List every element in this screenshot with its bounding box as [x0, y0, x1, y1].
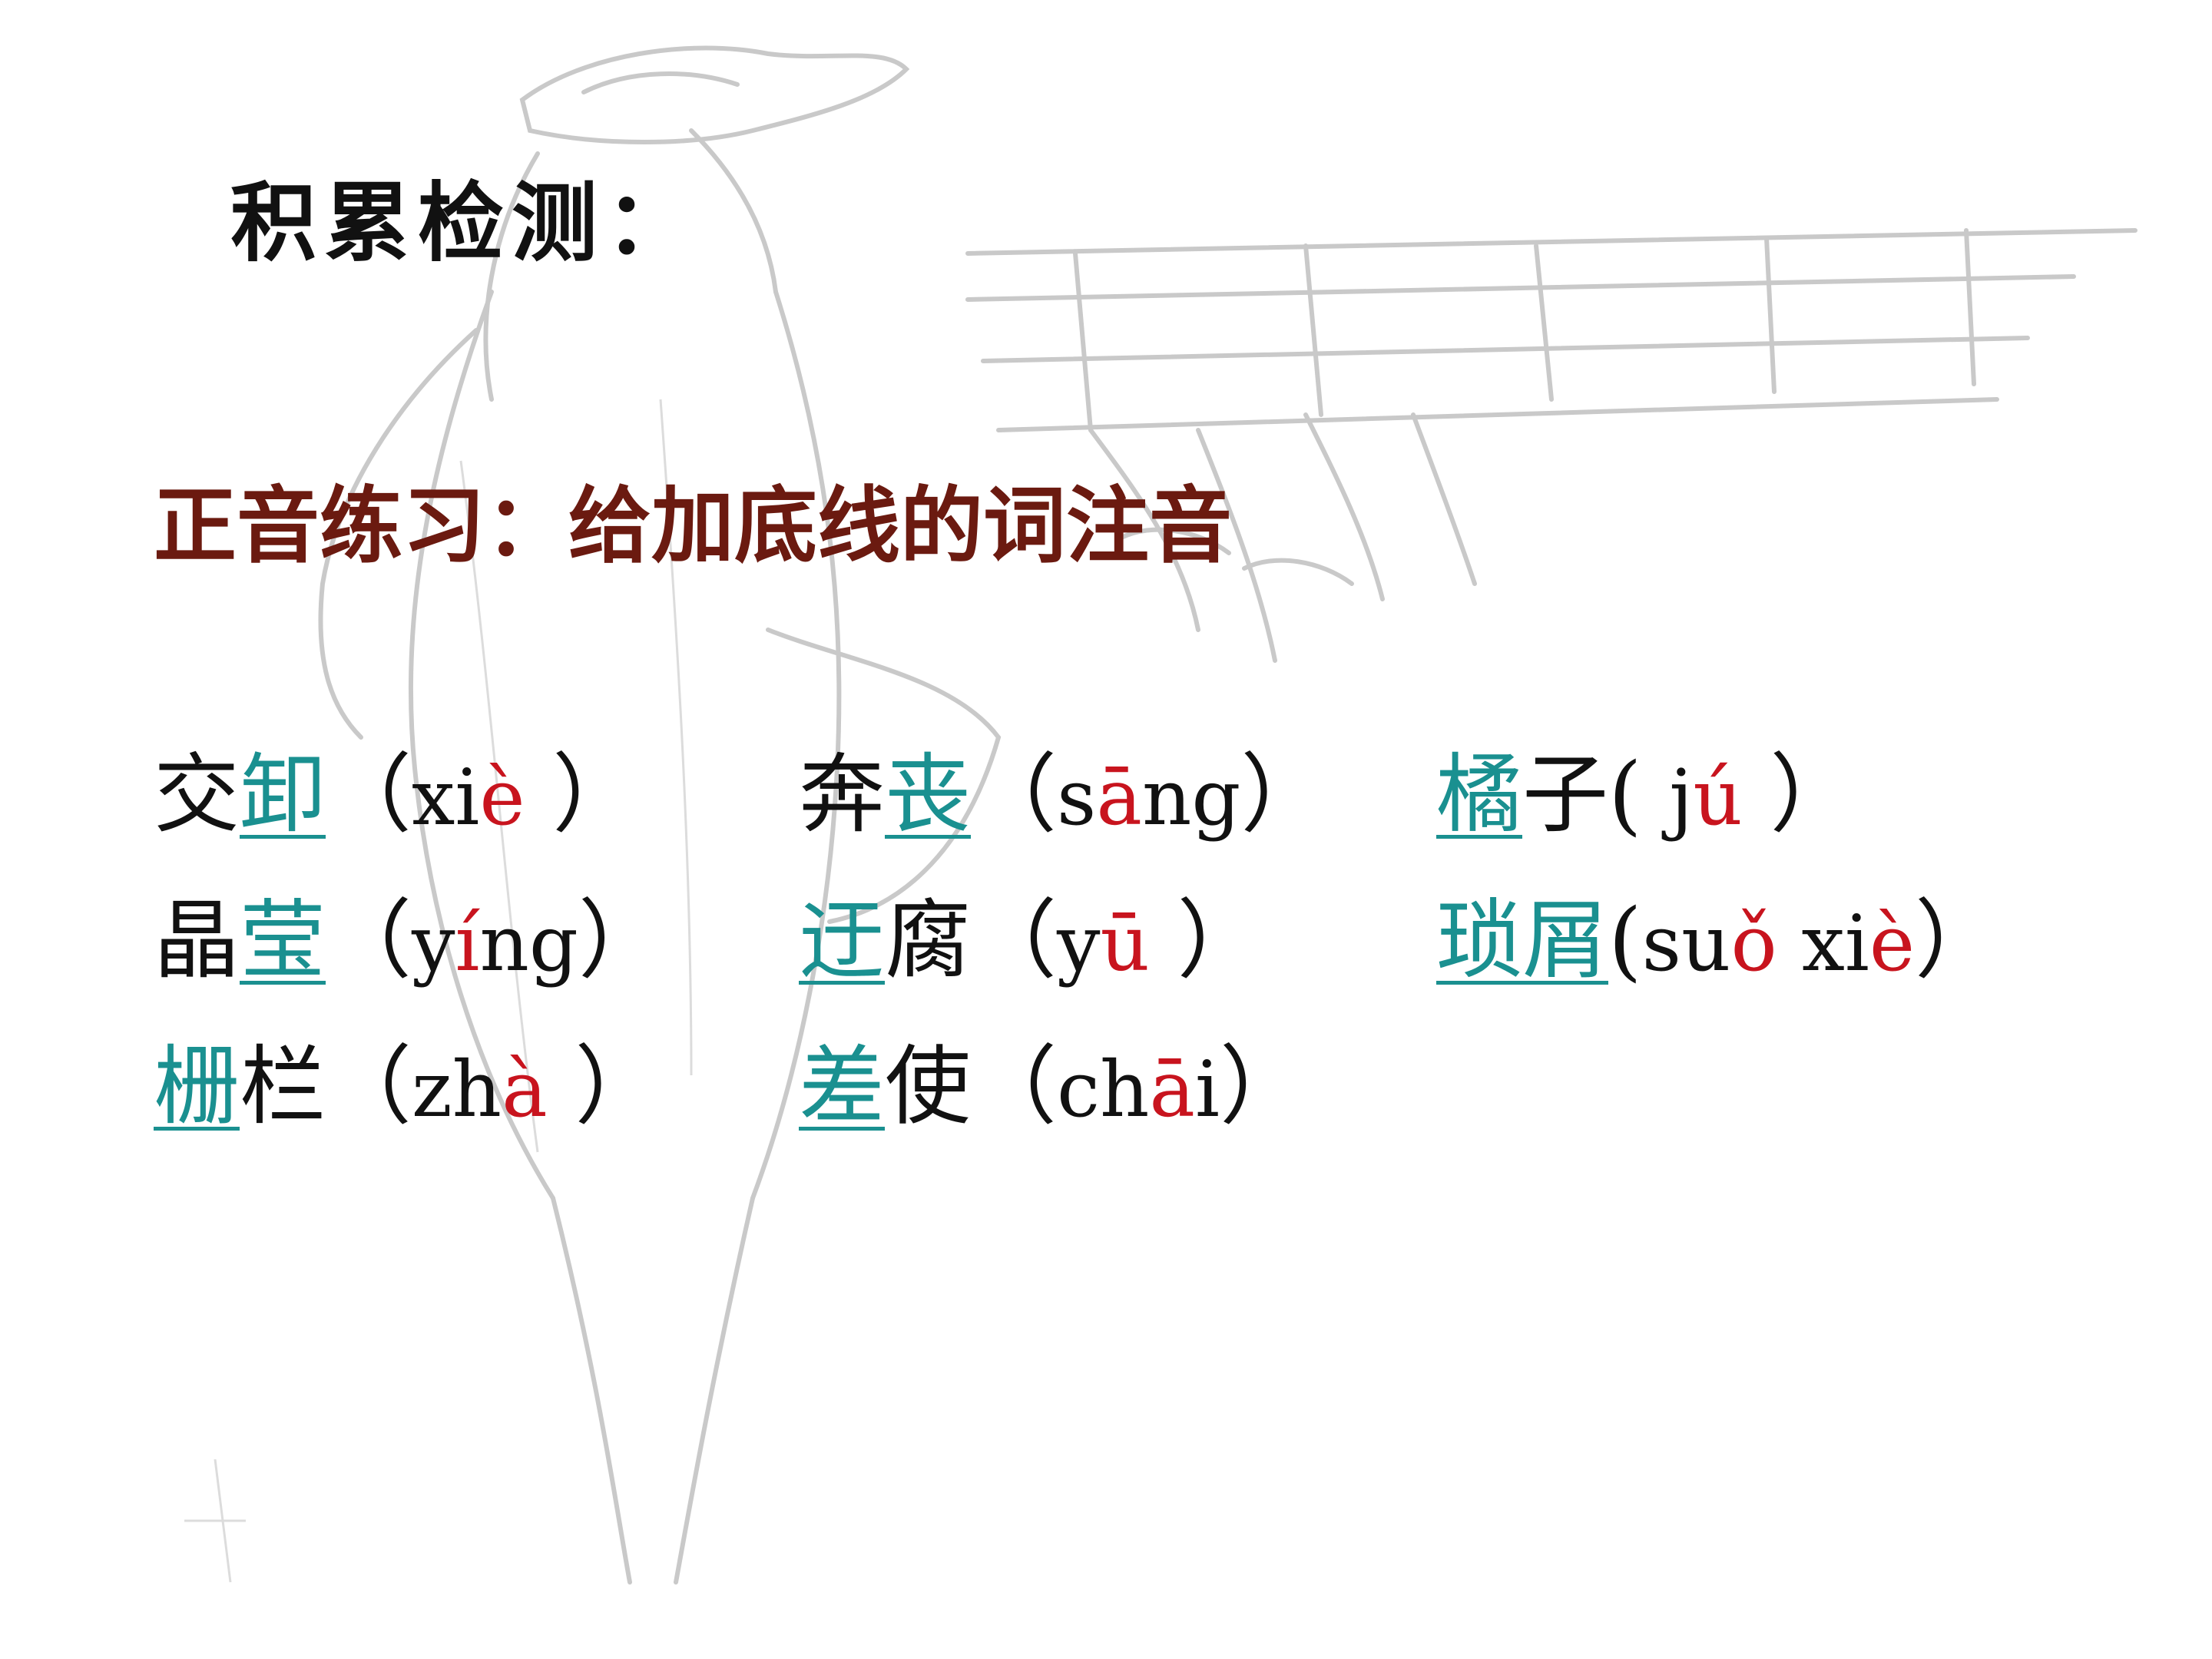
paren-open: （ [326, 745, 412, 845]
paren-open: ( [1608, 891, 1642, 991]
pinyin-text: ch [1057, 1045, 1150, 1134]
pinyin-text: su [1641, 899, 1731, 988]
underlined-word: 丧 [885, 745, 971, 845]
paren-open: （ [971, 745, 1057, 845]
pinyin-tone: ā [1149, 1045, 1196, 1134]
plain-char: 晶 [154, 891, 240, 991]
pinyin-text: s [1057, 753, 1097, 843]
pinyin-tone: à [502, 1045, 548, 1134]
plain-char: 腐 [885, 891, 971, 991]
pinyin-text-end: ng [479, 899, 578, 988]
pinyin-text: j [1669, 753, 1694, 843]
pinyin-tone: ú [1693, 753, 1743, 843]
paren-close: ） [1742, 745, 1856, 845]
pinyin-item-4: 晶莹（yíng） [154, 891, 664, 994]
pinyin-tone: ā [1096, 753, 1142, 843]
pinyin-tone: è [479, 753, 525, 843]
underlined-word: 莹 [240, 891, 326, 991]
underlined-word: 差 [799, 1037, 885, 1137]
paren-close: ） [1915, 891, 2002, 991]
pinyin-text-end: i [1195, 1045, 1220, 1134]
pinyin-tone: ū [1100, 899, 1150, 988]
paren-close: ） [1220, 1037, 1306, 1137]
underlined-word: 迂 [799, 891, 885, 991]
plain-char: 子 [1522, 745, 1608, 845]
pinyin-text: zh [412, 1045, 502, 1134]
underlined-word: 卸 [240, 745, 326, 845]
plain-char: 奔 [799, 745, 885, 845]
paren-open: （ [326, 1037, 412, 1137]
underlined-word: 琐屑 [1436, 891, 1608, 991]
pinyin-item-1: 交卸（xiè ） [154, 745, 638, 848]
pinyin-tone-2: è [1869, 899, 1916, 988]
paren-open: （ [971, 1037, 1057, 1137]
paren-open: ( [1608, 745, 1670, 845]
paren-close: ） [525, 745, 639, 845]
pinyin-text: y [1057, 899, 1101, 988]
pinyin-item-5: 迂腐（yū ） [799, 891, 1263, 994]
paren-open: （ [971, 891, 1057, 991]
pinyin-text: y [412, 899, 455, 988]
plain-char: 使 [885, 1037, 971, 1137]
exercise-instruction: 正音练习：给加底线的词注音 [154, 478, 1233, 575]
page-title: 积累检测： [230, 174, 699, 273]
underlined-word: 栅 [154, 1037, 240, 1137]
pinyin-text-end: ng [1141, 753, 1241, 843]
pinyin-item-3: 橘子( jú ） [1436, 745, 1856, 848]
pinyin-tone: í [455, 899, 480, 988]
pinyin-item-2: 奔丧（sāng） [799, 745, 1326, 848]
pinyin-text: xi [412, 753, 480, 843]
paren-close: ） [578, 891, 664, 991]
pinyin-item-7: 栅栏（zhà ） [154, 1037, 661, 1140]
pinyin-item-8: 差使（chāi） [799, 1037, 1306, 1140]
paren-close: ） [1240, 745, 1327, 845]
paren-close: ） [1149, 891, 1263, 991]
underlined-word: 橘 [1436, 745, 1522, 845]
plain-char: 栏 [240, 1037, 326, 1137]
plain-char: 交 [154, 745, 240, 845]
pinyin-text-mid: xi [1777, 899, 1869, 988]
pinyin-tone: ǒ [1730, 899, 1777, 988]
paren-close: ） [547, 1037, 661, 1137]
paren-open: （ [326, 891, 412, 991]
pinyin-item-6: 琐屑(suǒ xiè） [1436, 891, 2001, 994]
